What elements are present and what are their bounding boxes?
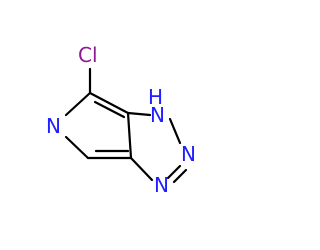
structure-canvas: Cl N H N N N [46, 43, 196, 197]
bonds [64, 67, 188, 184]
chemical-structure: Cl N H N N N [46, 43, 196, 197]
atom-nitrogen-2: N [181, 142, 196, 166]
bond-c-nh [126, 111, 152, 117]
bond-c-c-top-inner [93, 100, 126, 119]
atom-nitrogen-3: N [154, 173, 169, 197]
bond-n-pyridine-c [64, 135, 90, 160]
bond-n-c [129, 156, 154, 182]
atom-hydrogen: H [148, 85, 163, 109]
atom-nitrogen-pyridine: N [46, 114, 61, 138]
atom-nitrogen-nh: N [150, 103, 165, 127]
atom-chlorine: Cl [78, 43, 98, 67]
bond-nh-n [168, 117, 182, 145]
bond-n-n-double-inner [172, 168, 188, 184]
atom-labels: Cl N H N N N [46, 43, 196, 197]
bond-c-c-top [88, 91, 130, 115]
bond-c-n-pyridine [64, 91, 92, 117]
bond-ring-junction [126, 111, 133, 160]
bond-n-n-double [166, 164, 182, 180]
